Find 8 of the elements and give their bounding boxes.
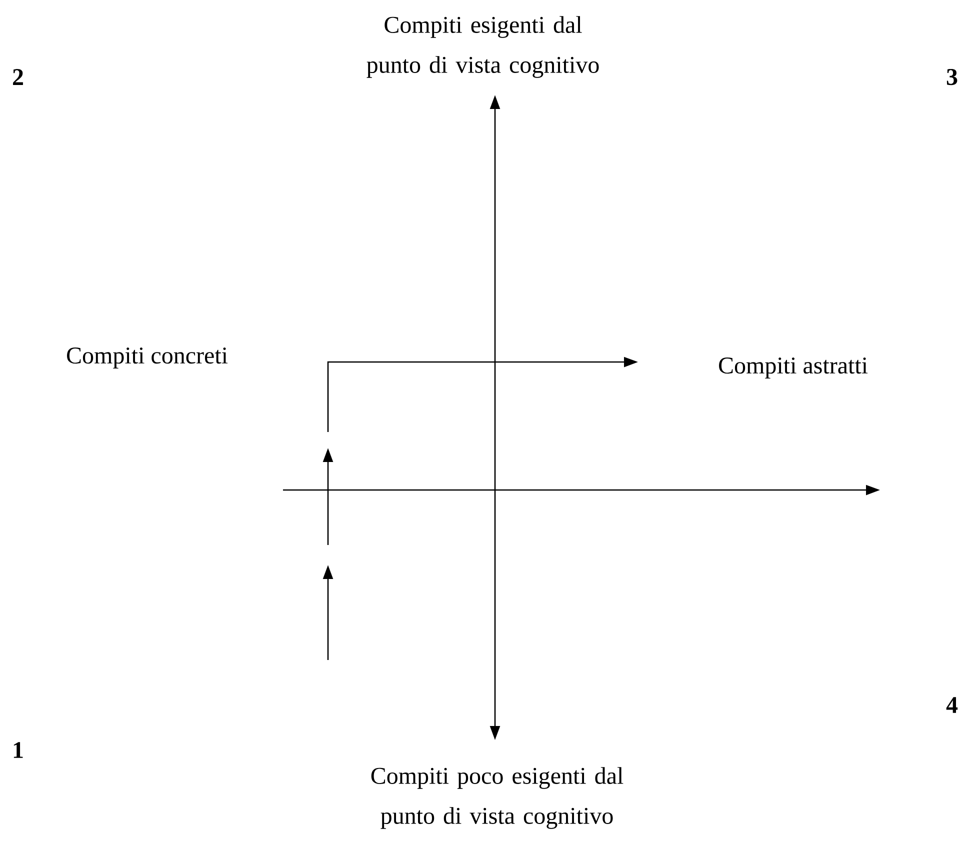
axis-label: Compiti poco esigenti dal punto di vista cognitivo xyxy=(371,767,624,829)
axis-label: Compiti esigenti dal punto di vista cognitivo xyxy=(366,16,599,78)
quadrant-number: 1 xyxy=(14,742,23,758)
quadrant-number: 2 xyxy=(13,69,23,85)
quadrant-number: 3 xyxy=(946,68,958,86)
quadrant-number: 4 xyxy=(946,697,958,713)
axis-label: Compiti astratti xyxy=(719,358,868,378)
axis-label: Compiti concreti xyxy=(67,348,228,368)
